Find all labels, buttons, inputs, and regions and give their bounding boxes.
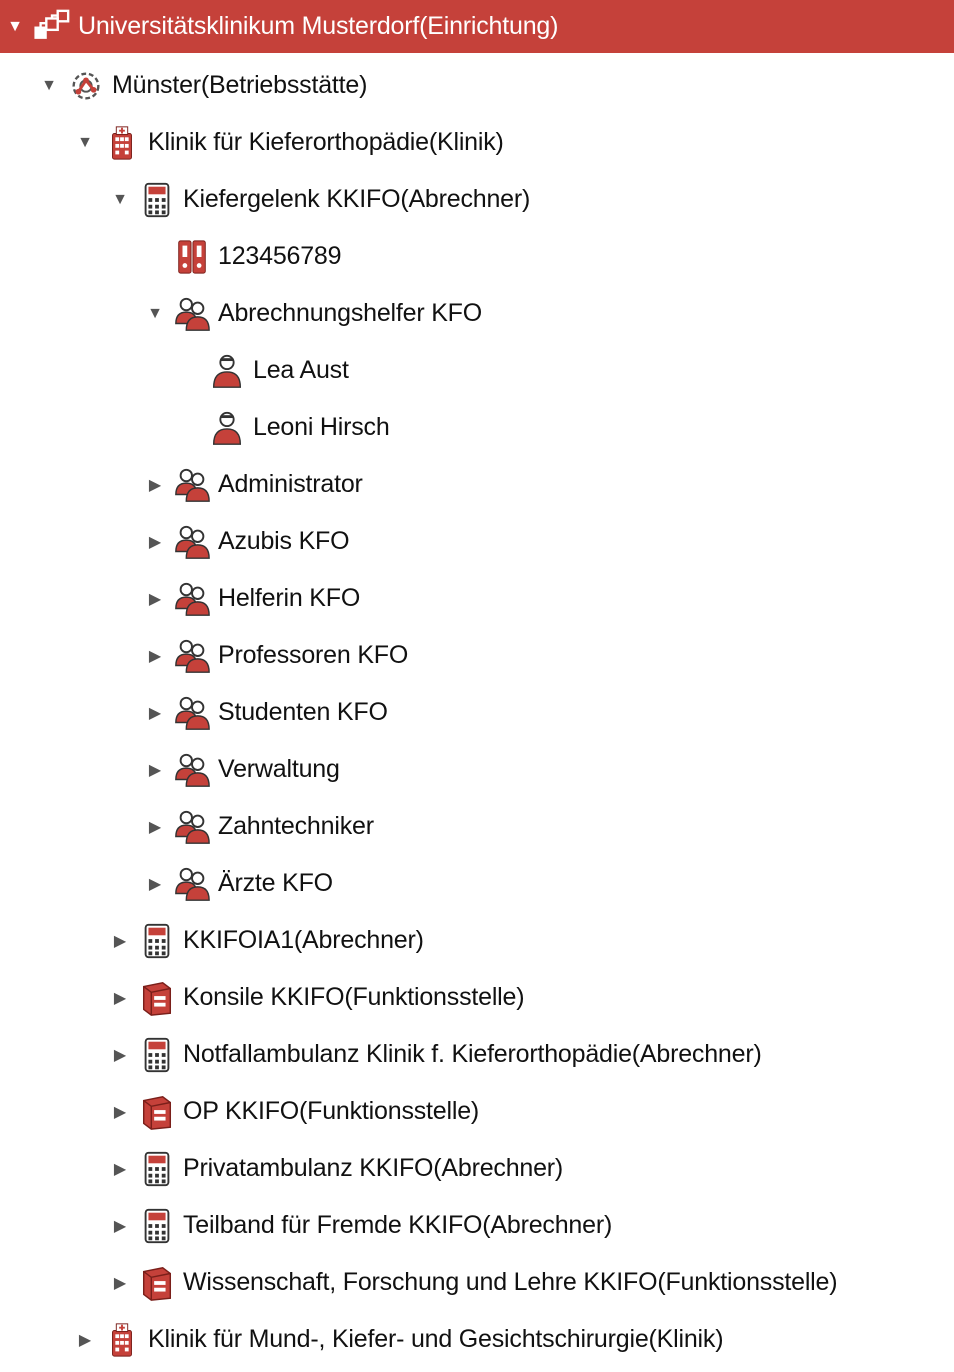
tree-node-group[interactable]: ▶ Zahntechniker [146,798,374,855]
tree-node-label: Privatambulanz KKIFO(Abrechner) [183,1154,564,1182]
tree-node-label: Studenten KFO [218,698,388,726]
calculator-icon [137,1035,177,1075]
calculator-icon [137,921,177,961]
user-group-icon [172,465,212,505]
user-group-icon [172,750,212,790]
tree-node-root[interactable]: ▼ Universitätsklinikum Musterdorf(Einric… [0,0,954,53]
expand-toggle[interactable]: ▶ [148,761,162,779]
user-group-icon [172,693,212,733]
collapse-toggle[interactable]: ▼ [41,76,57,94]
expand-toggle[interactable]: ▶ [113,1160,127,1178]
tree-node-user[interactable]: Lea Aust [181,342,349,399]
tree-node-label: 123456789 [218,242,342,270]
tree-node-group[interactable]: ▶ Administrator [146,456,363,513]
tree-node-biller[interactable]: ▶ Teilband für Fremde KKIFO(Abrechner) [111,1197,612,1254]
user-group-icon [172,579,212,619]
user-icon [207,351,247,391]
expand-toggle[interactable]: ▶ [148,533,162,551]
tree-node-biller[interactable]: ▶ KKIFOIA1(Abrechner) [111,912,424,969]
tree-node-clinic[interactable]: ▶ Klinik für Mund-, Kiefer- und Gesichts… [76,1311,724,1368]
tree-node-number[interactable]: 123456789 [146,228,342,285]
clinic-icon [102,1320,142,1360]
expand-toggle[interactable]: ▶ [148,590,162,608]
tree-node-group[interactable]: ▶ Verwaltung [146,741,340,798]
tree-node-group[interactable]: ▶ Azubis KFO [146,513,350,570]
tree-node-label: OP KKIFO(Funktionsstelle) [183,1097,480,1125]
expand-toggle[interactable]: ▶ [113,1217,127,1235]
user-group-icon [172,864,212,904]
collapse-toggle[interactable]: ▼ [7,17,23,35]
user-group-icon [172,522,212,562]
expand-toggle[interactable]: ▶ [113,1046,127,1064]
calculator-icon [137,180,177,220]
expand-toggle[interactable]: ▶ [113,989,127,1007]
collapse-toggle[interactable]: ▼ [112,190,128,208]
user-icon [207,408,247,448]
org-structure-icon [32,7,72,47]
expand-toggle[interactable]: ▶ [148,818,162,836]
tree-node-biller[interactable]: ▶ Privatambulanz KKIFO(Abrechner) [111,1140,563,1197]
tree-node-site[interactable]: ▼ Münster(Betriebsstätte) [40,57,367,114]
function-unit-icon [137,978,177,1018]
tree-node-label: Zahntechniker [218,812,374,840]
tree-node-group[interactable]: ▶ Professoren KFO [146,627,408,684]
tree-node-label: Ärzte KFO [218,869,333,897]
user-group-icon [172,294,212,334]
calculator-icon [137,1206,177,1246]
collapse-toggle[interactable]: ▼ [147,304,163,322]
calculator-icon [137,1149,177,1189]
tree-node-group[interactable]: ▶ Helferin KFO [146,570,360,627]
expand-toggle[interactable]: ▶ [78,1331,92,1349]
tree-node-label: Verwaltung [218,755,340,783]
binder-icon [172,237,212,277]
collapse-toggle[interactable]: ▼ [77,133,93,151]
tree-node-function-unit[interactable]: ▶ Konsile KKIFO(Funktionsstelle) [111,969,525,1026]
tree-node-label: Administrator [218,470,363,498]
tree-node-label: Azubis KFO [218,527,350,555]
tree-node-group[interactable]: ▶ Studenten KFO [146,684,388,741]
tree-node-group[interactable]: ▼ Abrechnungshelfer KFO [146,285,482,342]
tree-node-label: Wissenschaft, Forschung und Lehre KKIFO(… [183,1268,838,1296]
tree-node-clinic[interactable]: ▼ Klinik für Kieferorthopädie(Klinik) [76,114,504,171]
expand-toggle[interactable]: ▶ [113,932,127,950]
expand-toggle[interactable]: ▶ [113,1274,127,1292]
expand-toggle[interactable]: ▶ [148,704,162,722]
tree-node-function-unit[interactable]: ▶ Wissenschaft, Forschung und Lehre KKIF… [111,1254,838,1311]
tree-node-label: Notfallambulanz Klinik f. Kieferorthopäd… [183,1040,762,1068]
tree-node-label: KKIFOIA1(Abrechner) [183,926,424,954]
tree-node-label: Leoni Hirsch [253,413,390,441]
tree-node-group[interactable]: ▶ Ärzte KFO [146,855,333,912]
clinic-icon [102,123,142,163]
user-group-icon [172,636,212,676]
expand-toggle[interactable]: ▶ [148,875,162,893]
expand-toggle[interactable]: ▶ [113,1103,127,1121]
tree-node-label: Lea Aust [253,356,349,384]
tree-node-label: Universitätsklinikum Musterdorf(Einricht… [78,12,559,40]
tree-node-user[interactable]: Leoni Hirsch [181,399,390,456]
tree-node-label: Abrechnungshelfer KFO [218,299,483,327]
tree-node-label: Helferin KFO [218,584,361,612]
tree-node-label: Teilband für Fremde KKIFO(Abrechner) [183,1211,613,1239]
tree-node-biller[interactable]: ▼ Kiefergelenk KKIFO(Abrechner) [111,171,530,228]
function-unit-icon [137,1092,177,1132]
tree-node-biller[interactable]: ▶ Notfallambulanz Klinik f. Kieferorthop… [111,1026,762,1083]
tree-node-label: Professoren KFO [218,641,409,669]
user-group-icon [172,807,212,847]
tree-node-function-unit[interactable]: ▶ OP KKIFO(Funktionsstelle) [111,1083,479,1140]
expand-toggle[interactable]: ▶ [148,647,162,665]
tree-node-label: Klinik für Kieferorthopädie(Klinik) [148,128,504,156]
tree-node-label: Klinik für Mund-, Kiefer- und Gesichtsch… [148,1325,724,1353]
tree-node-label: Kiefergelenk KKIFO(Abrechner) [183,185,531,213]
site-gear-icon [66,66,106,106]
expand-toggle[interactable]: ▶ [148,476,162,494]
tree-node-label: Konsile KKIFO(Funktionsstelle) [183,983,525,1011]
function-unit-icon [137,1263,177,1303]
tree-node-label: Münster(Betriebsstätte) [112,71,368,99]
